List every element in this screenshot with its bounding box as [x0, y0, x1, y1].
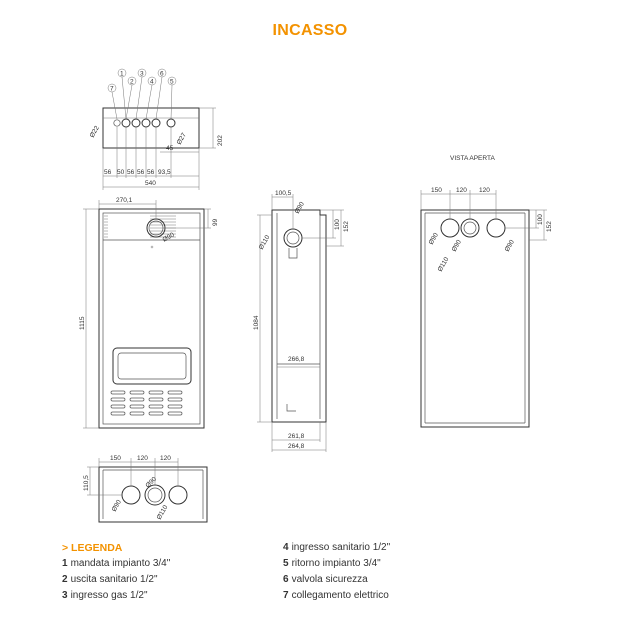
connection-3 — [131, 118, 141, 128]
top-width: 540 — [145, 180, 156, 187]
side-base-width-1: 261,8 — [288, 433, 305, 440]
side-view: Ø90 Ø110 100,5 100 152 1084 266,8 261,8 … — [253, 190, 350, 452]
top-view: 7 1 2 3 4 6 5 Ø22 Ø27 45 202 56 50 56 56… — [89, 68, 224, 190]
open-flue-a — [440, 218, 460, 238]
connection-6 — [166, 118, 176, 128]
open-view: VISTA APERTA Ø90 Ø90 Ø110 Ø90 150 120 12… — [420, 155, 553, 428]
callout-7: 7 — [110, 86, 114, 93]
bottom-spacing-3: 120 — [160, 455, 171, 462]
connection-4 — [141, 118, 151, 128]
front-top-gap: 99 — [212, 218, 219, 226]
callout-4: 4 — [150, 79, 154, 86]
open-diam-c: Ø110 — [437, 256, 451, 273]
top-spacing-6: 93,5 — [158, 169, 171, 176]
callout-6: 6 — [160, 71, 164, 78]
top-diam-left: Ø22 — [89, 125, 101, 139]
bottom-view: Ø90 Ø90 Ø110 150 120 120 110,5 — [83, 455, 208, 523]
side-height: 1084 — [253, 315, 260, 330]
top-spacing-4: 56 — [137, 169, 145, 176]
open-d1: 100 — [537, 214, 544, 225]
page-title: INCASSO — [272, 22, 348, 39]
open-diam-a: Ø90 — [428, 232, 440, 246]
top-spacing-3: 56 — [127, 169, 135, 176]
connection-5 — [151, 118, 161, 128]
bottom-flue-a — [121, 485, 141, 505]
top-inner: 45 — [166, 145, 174, 152]
top-spacing-1: 56 — [104, 169, 112, 176]
callout-1: 1 — [120, 71, 124, 78]
bottom-diam-b: Ø90 — [144, 476, 158, 490]
open-spacing-1: 150 — [431, 187, 442, 194]
bottom-depth: 110,5 — [83, 475, 90, 491]
legend-heading: > LEGENDA — [62, 542, 123, 554]
side-inner-width: 266,8 — [288, 356, 305, 363]
open-diam-b: Ø90 — [451, 239, 463, 253]
open-view-label: VISTA APERTA — [450, 155, 495, 162]
connection-7 — [113, 119, 121, 127]
side-d2: 152 — [343, 221, 350, 232]
bottom-spacing-2: 120 — [137, 455, 148, 462]
open-flue-c — [486, 218, 506, 238]
top-spacing-5: 56 — [147, 169, 155, 176]
bottom-flue-c — [168, 485, 188, 505]
top-depth: 202 — [217, 135, 224, 146]
front-view: Ø90 270,1 99 1115 — [79, 197, 219, 429]
front-height: 1115 — [79, 316, 86, 330]
side-top-offset: 100,5 — [275, 190, 292, 197]
open-diam-d: Ø90 — [504, 239, 516, 253]
open-spacing-2: 120 — [456, 187, 467, 194]
open-d2: 152 — [546, 221, 553, 232]
bottom-spacing-1: 150 — [110, 455, 121, 462]
callout-5: 5 — [170, 79, 174, 86]
bottom-diam-a: Ø90 — [111, 499, 123, 513]
side-d1: 100 — [334, 219, 341, 230]
side-base-width-2: 264,8 — [288, 443, 305, 450]
top-diam-right: Ø27 — [176, 132, 188, 146]
callout-2: 2 — [130, 79, 134, 86]
bottom-diam-c: Ø110 — [156, 504, 170, 521]
connection-2 — [121, 118, 131, 128]
technical-drawing: 7 1 2 3 4 6 5 Ø22 Ø27 45 202 56 50 56 56… — [79, 68, 553, 523]
side-diam-top: Ø90 — [294, 201, 306, 215]
open-spacing-3: 120 — [479, 187, 490, 194]
callout-3: 3 — [140, 71, 144, 78]
front-offset: 270,1 — [116, 197, 133, 204]
top-spacing-2: 50 — [117, 169, 125, 176]
